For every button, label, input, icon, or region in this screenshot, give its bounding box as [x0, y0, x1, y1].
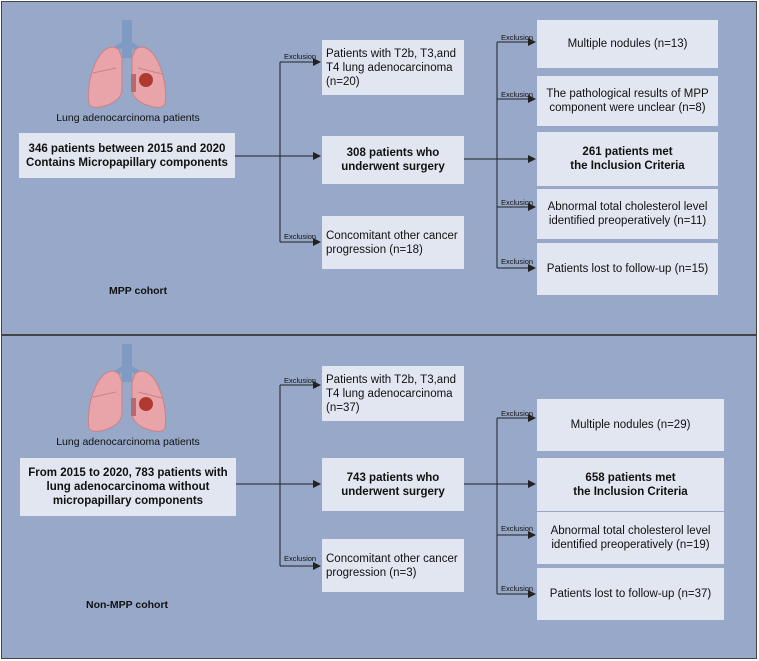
- nonmpp-inclusion-box: 658 patients met the Inclusion Criteria: [537, 458, 724, 511]
- nonmpp-right-box-4: Patients lost to follow-up (n=37): [537, 568, 724, 620]
- mpp-cohort-label: MPP cohort: [109, 285, 168, 297]
- nonmpp-lung-caption: Lung adenocarcinoma patients: [56, 436, 200, 448]
- mpp-right-box-2: The pathological results of MPP componen…: [537, 76, 718, 126]
- mpp-exclusion-label-1: Exclusion: [284, 52, 317, 61]
- nonmpp-inclusion-text: 658 patients met the Inclusion Criteria: [573, 471, 688, 498]
- nonmpp-right-box-1: Multiple nodules (n=29): [537, 399, 724, 451]
- nonmpp-right-text-3: Abnormal total cholesterol level identif…: [550, 525, 711, 551]
- nonmpp-right-box-3: Abnormal total cholesterol level identif…: [537, 512, 724, 564]
- nonmpp-exclusion-cancer-text: Concomitant other cancer progression (n=…: [326, 552, 458, 579]
- mpp-inclusion-box: 261 patients met the Inclusion Criteria: [537, 132, 718, 186]
- nonmpp-exclusion-label-1: Exclusion: [284, 376, 317, 385]
- nonmpp-exclusion-cancer-box: Concomitant other cancer progression (n=…: [322, 539, 464, 592]
- mpp-right-box-5: Patients lost to follow-up (n=15): [537, 243, 718, 295]
- nonmpp-exclusion-label-5: Exclusion: [501, 584, 534, 593]
- nonmpp-exclusion-label-4: Exclusion: [501, 524, 534, 533]
- mpp-exclusion-label-5: Exclusion: [501, 198, 534, 207]
- nonmpp-surgery-text: 743 patients who underwent surgery: [341, 471, 445, 498]
- mpp-right-text-1: Multiple nodules (n=13): [567, 38, 688, 50]
- mpp-right-box-1: Multiple nodules (n=13): [537, 20, 718, 68]
- mpp-inclusion-text: 261 patients met the Inclusion Criteria: [570, 146, 685, 172]
- nonmpp-right-text-4: Patients lost to follow-up (n=37): [549, 588, 712, 600]
- nonmpp-source-text: From 2015 to 2020, 783 patients with lun…: [28, 467, 228, 507]
- mpp-exclusion-label-6: Exclusion: [501, 257, 534, 266]
- mpp-surgery-box: 308 patients who underwent surgery: [322, 136, 464, 184]
- lung-icon: [87, 20, 167, 108]
- nonmpp-exclusion-label-2: Exclusion: [284, 554, 317, 563]
- nonmpp-source-box: From 2015 to 2020, 783 patients with lun…: [20, 458, 236, 516]
- mpp-exclusion-label-3: Exclusion: [501, 33, 534, 42]
- mpp-right-text-2: The pathological results of MPP componen…: [546, 88, 709, 114]
- mpp-right-text-5: Patients lost to follow-up (n=15): [546, 263, 709, 275]
- mpp-exclusion-label-4: Exclusion: [501, 90, 534, 99]
- nonmpp-right-text-1: Multiple nodules (n=29): [570, 419, 691, 431]
- nonmpp-exclusion-stage-box: Patients with T2b, T3,and T4 lung adenoc…: [322, 366, 464, 421]
- mpp-exclusion-cancer-box: Concomitant other cancer progression (n=…: [322, 216, 464, 269]
- mpp-lung-caption: Lung adenocarcinoma patients: [56, 112, 200, 124]
- nonmpp-exclusion-stage-text: Patients with T2b, T3,and T4 lung adenoc…: [326, 373, 456, 414]
- mpp-exclusion-label-2: Exclusion: [284, 232, 317, 241]
- mpp-exclusion-cancer-text: Concomitant other cancer progression (n=…: [326, 229, 458, 256]
- lung-icon: [87, 344, 167, 432]
- mpp-surgery-text: 308 patients who underwent surgery: [341, 147, 445, 173]
- mpp-exclusion-stage-text: Patients with T2b, T3,and T4 lung adenoc…: [326, 47, 456, 88]
- mpp-right-text-4: Abnormal total cholesterol level identif…: [547, 201, 708, 227]
- mpp-right-box-4: Abnormal total cholesterol level identif…: [537, 189, 718, 239]
- nonmpp-cohort-label: Non-MPP cohort: [86, 599, 169, 611]
- mpp-source-text: 346 patients between 2015 and 2020 Conta…: [26, 142, 228, 169]
- mpp-source-box: 346 patients between 2015 and 2020 Conta…: [19, 133, 235, 178]
- mpp-exclusion-stage-box: Patients with T2b, T3,and T4 lung adenoc…: [322, 40, 464, 95]
- nonmpp-surgery-box: 743 patients who underwent surgery: [322, 458, 464, 511]
- nonmpp-exclusion-label-3: Exclusion: [501, 409, 534, 418]
